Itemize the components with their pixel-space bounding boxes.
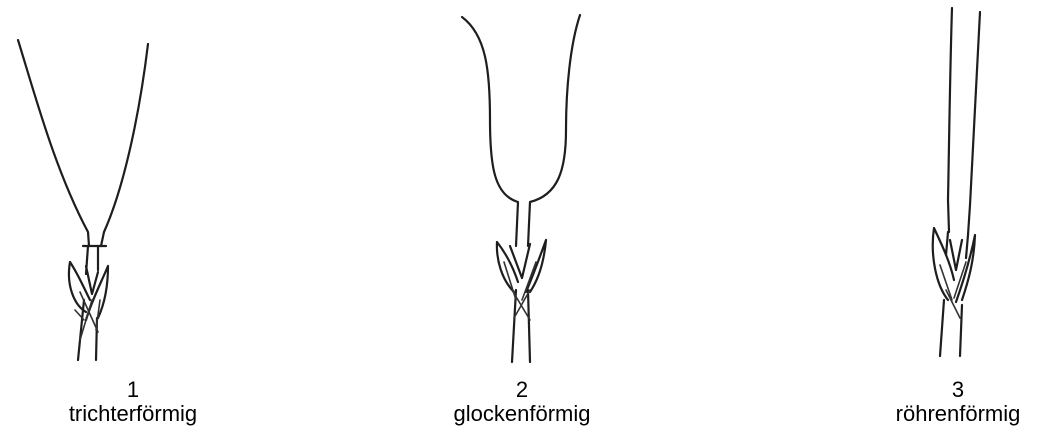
bell-left-outline	[462, 17, 518, 246]
funnel-left-outline	[18, 40, 89, 246]
funnel-stem-right	[96, 246, 98, 360]
figure-2-number: 2	[402, 378, 642, 402]
figure-3-name: röhrenförmig	[838, 402, 1044, 426]
tube-right-outline	[968, 12, 980, 235]
figure-1-name: trichterförmig	[13, 402, 253, 426]
figure-1-caption: 1 trichterförmig	[13, 378, 253, 426]
tube-calyx-left-sepal	[933, 228, 954, 300]
figure-3-caption: 3 röhrenförmig	[838, 378, 1044, 426]
figure-3-number: 3	[838, 378, 1044, 402]
funnel-calyx-middle-sepal	[86, 266, 98, 294]
funnel-stem-left	[78, 246, 88, 360]
bell-calyx-left-sepal	[497, 242, 518, 292]
figure-2-name: glockenförmig	[402, 402, 642, 426]
tube-calyx-right-sepal	[956, 235, 975, 302]
bell-stem-left	[512, 290, 516, 362]
figure-1-number: 1	[13, 378, 253, 402]
tube-calyx-middle-sepal	[950, 240, 962, 270]
tube-left-outline	[948, 8, 952, 232]
tube-shaped-corolla-drawing	[933, 8, 980, 356]
figure-2-caption: 2 glockenförmig	[402, 378, 642, 426]
funnel-right-outline	[101, 44, 148, 246]
bell-stem-right	[528, 290, 530, 362]
bell-shaped-corolla-drawing	[462, 15, 580, 362]
funnel-shaped-corolla-drawing	[18, 40, 148, 360]
bell-right-outline	[528, 15, 580, 246]
bell-calyx-middle-sepal	[510, 244, 530, 278]
